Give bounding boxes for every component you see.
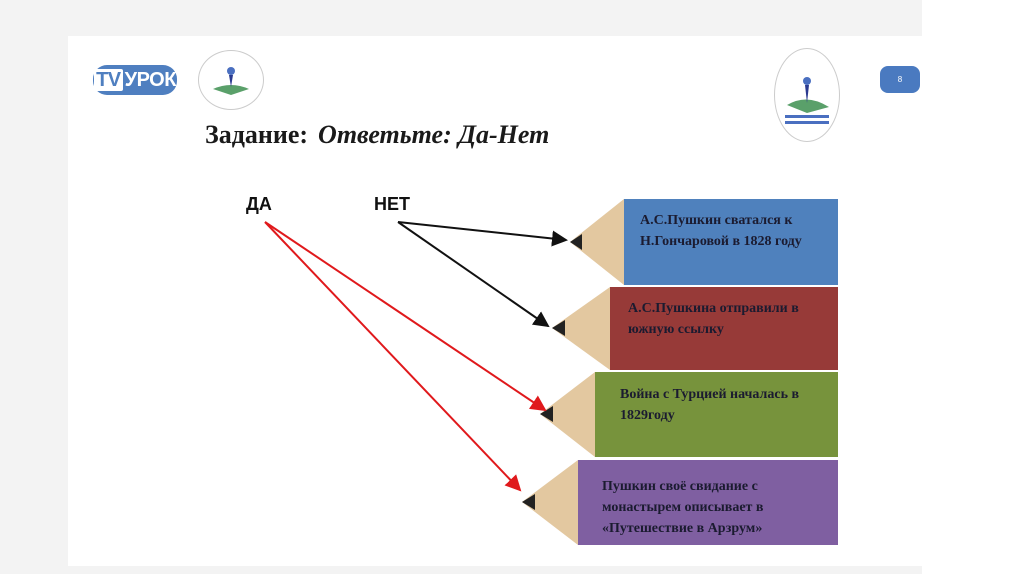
page-number-badge[interactable]: 8: [880, 66, 920, 93]
school-emblem-right: [774, 48, 840, 142]
arrow-yes-1: [264, 221, 547, 412]
pencil-1: [570, 199, 838, 285]
logo-urok: УРОК: [124, 69, 177, 91]
title-task: Ответьте: Да-Нет: [318, 120, 550, 149]
book-icon: [213, 67, 249, 95]
label-yes: ДА: [246, 194, 272, 214]
arrow-no-2: [397, 221, 550, 328]
statement-4: Пушкин своё свидание с монастырем описыв…: [602, 479, 764, 536]
label-no: НЕТ: [374, 194, 410, 214]
task-title: Задание: Ответьте: Да-Нет: [205, 120, 549, 150]
background-strip: [922, 0, 1024, 574]
arrow-no-1: [397, 221, 568, 247]
pencil-4: [522, 460, 838, 545]
logo-tv: TV: [94, 69, 123, 91]
title-prefix: Задание:: [205, 120, 309, 149]
pencil-3: [540, 372, 838, 457]
school-emblem-left: [198, 50, 264, 110]
statement-1: А.С.Пушкин сватался к Н.Гончаровой в 182…: [640, 213, 802, 249]
statement-2: А.С.Пушкина отправили в южную ссылку: [628, 301, 799, 337]
arrow-yes-2: [264, 221, 522, 492]
pencil-2: [552, 287, 838, 370]
statement-3: Война с Турцией началась в 1829году: [620, 387, 800, 423]
book-icon: [785, 77, 829, 124]
